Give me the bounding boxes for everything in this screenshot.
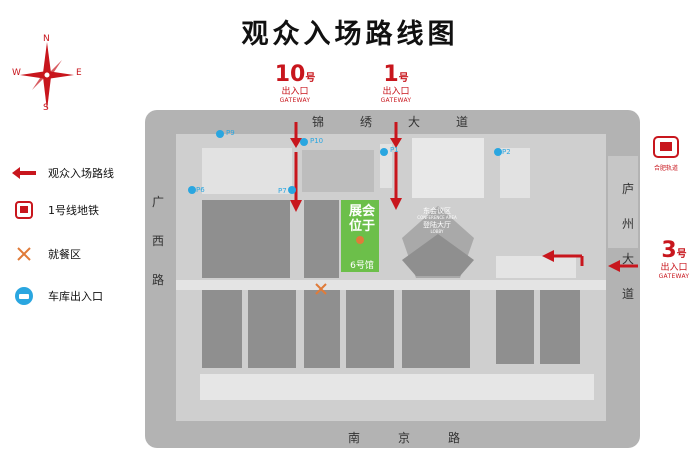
compass-e: E <box>76 68 82 78</box>
parking-p6: P6 <box>196 186 205 194</box>
metro-badge: 合肥轨道 <box>652 135 680 172</box>
road-west: 广西路 <box>152 195 165 287</box>
parking-p1: P1 <box>390 146 399 154</box>
hall-6-label: 6号馆 <box>350 261 374 271</box>
metro-icon <box>653 136 679 158</box>
page-title: 观众入场路线图 <box>241 19 459 50</box>
conference-label: 东会议区 CONFERENCE AREA 登陆大厅 LOBBY <box>417 207 457 234</box>
parking-p9: P9 <box>226 129 235 137</box>
compass-s: S <box>43 103 49 113</box>
road-south: 南京路 <box>348 431 461 445</box>
venue-label: 展会 位于 <box>348 204 375 234</box>
legend-route: 观众入场路线 <box>12 162 114 184</box>
gate-3: 3号 出入口 GATEWAY <box>658 238 690 280</box>
hall-6 <box>341 200 379 272</box>
parking-icon <box>12 285 36 307</box>
venue-map <box>145 110 640 448</box>
compass-icon <box>20 42 74 110</box>
compass-n: N <box>43 34 50 44</box>
parking-p7: P7 <box>278 187 287 195</box>
compass-w: W <box>12 68 21 78</box>
metro-icon <box>12 199 36 221</box>
parking-p10: P10 <box>310 137 324 145</box>
road-east: 庐州大道 <box>622 182 635 301</box>
gate-10: 10号 出入口 GATEWAY <box>274 62 316 104</box>
legend-dining: 就餐区 <box>12 243 81 265</box>
road-north: 锦绣大道 <box>312 115 469 129</box>
dining-icon <box>12 243 36 265</box>
gate-1: 1号 出入口 GATEWAY <box>380 62 412 104</box>
red-arrow-icon <box>12 162 36 184</box>
legend-metro: 1号线地铁 <box>12 199 99 221</box>
parking-p2: P2 <box>502 148 511 156</box>
legend-parking: 车库出入口 <box>12 285 103 307</box>
